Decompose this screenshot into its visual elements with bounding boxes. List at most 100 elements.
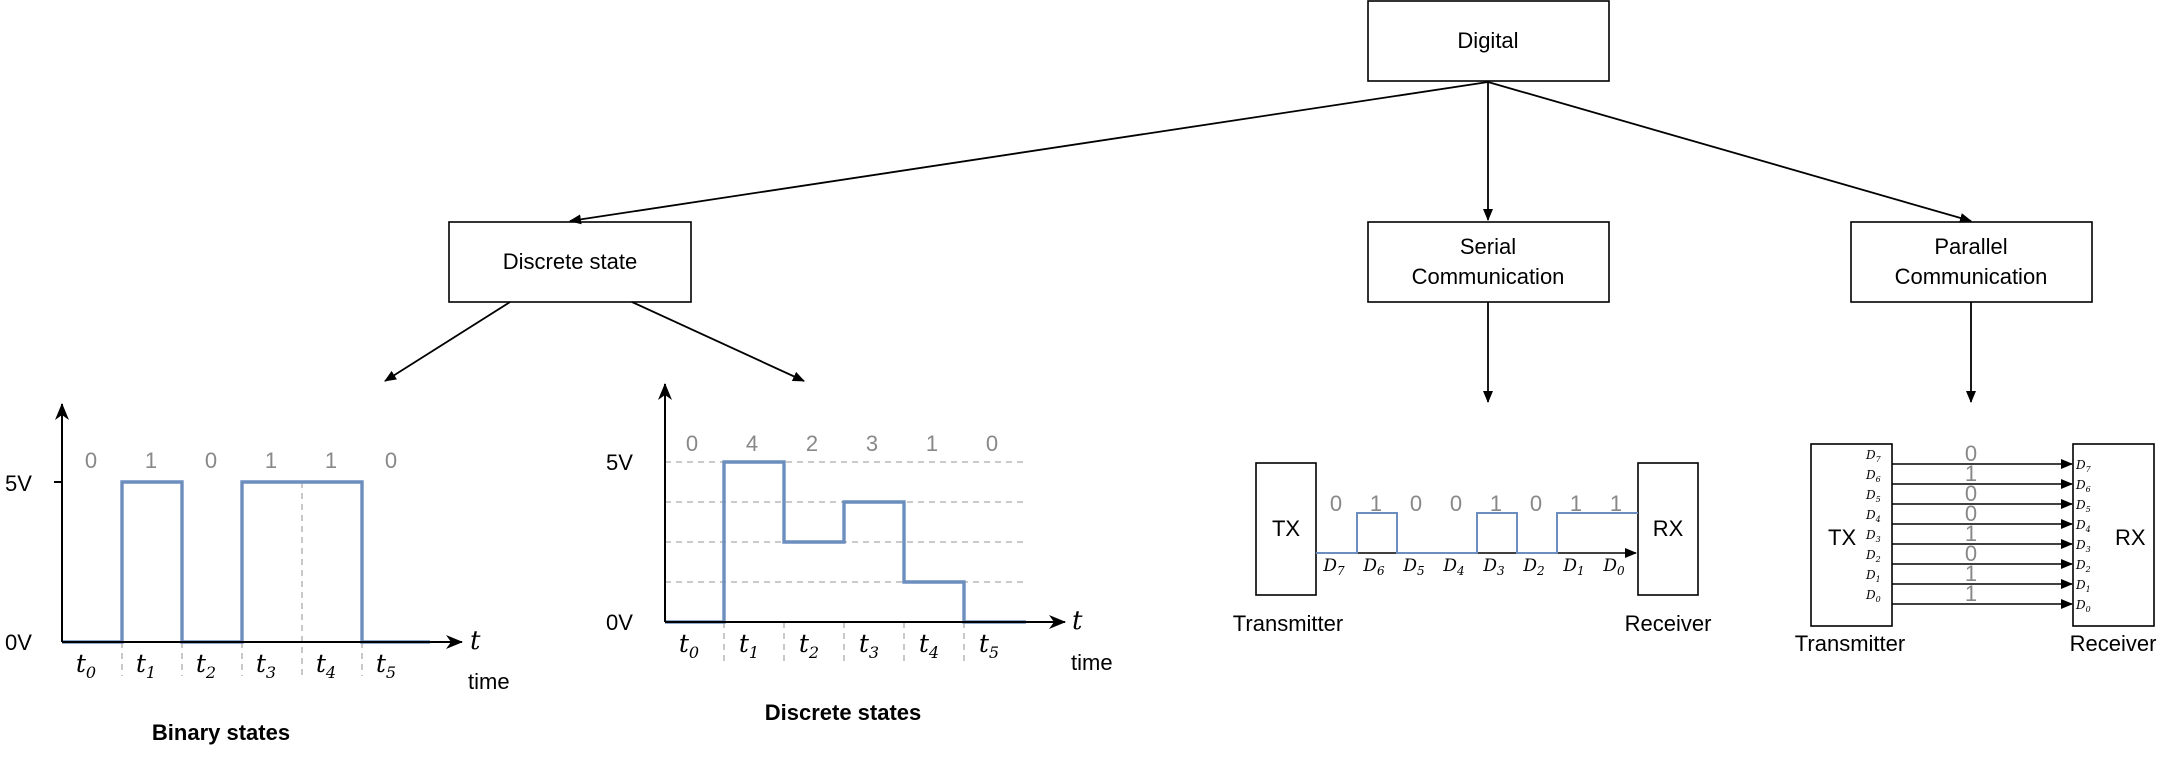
binary-slot: 4 xyxy=(325,663,336,682)
serial-rx-box xyxy=(1637,462,1699,596)
svg-text:D4: D4 xyxy=(1442,556,1464,578)
binary-t-label: t xyxy=(470,626,481,656)
discrete-level: 1 xyxy=(926,431,938,456)
binary-bit: 0 xyxy=(205,448,217,473)
parallel-rx-box xyxy=(2072,443,2155,627)
binary-5v-label: 5V xyxy=(5,471,32,496)
discrete-level: 0 xyxy=(986,431,998,456)
binary-time-ticks: t0 t1 t2 t3 t4 t5 xyxy=(76,649,396,682)
svg-text:D5: D5 xyxy=(1402,556,1424,578)
parallel-bit: 1 xyxy=(1965,461,1977,486)
parallel-tx-box xyxy=(1810,443,1893,627)
binary-bit: 1 xyxy=(145,448,157,473)
serial-bit: 0 xyxy=(1330,491,1342,516)
discrete-signal xyxy=(665,460,1026,624)
svg-text:D3: D3 xyxy=(1482,556,1505,578)
node-parallel-label-1: Parallel xyxy=(1934,234,2007,259)
serial-bit: 1 xyxy=(1490,491,1502,516)
discrete-level-labels: 0 4 2 3 1 0 xyxy=(686,431,998,456)
binary-bit: 0 xyxy=(385,448,397,473)
svg-text:t1: t1 xyxy=(739,629,759,662)
node-parallel-label-2: Communication xyxy=(1895,264,2048,289)
svg-text:D7: D7 xyxy=(1322,556,1345,578)
serial-communication: TX RX 0 1 0 0 1 0 1 1 D7 D6 D5 D4 D3 D2 … xyxy=(1233,462,1712,636)
parallel-lines xyxy=(1892,459,2073,609)
node-serial-label-1: Serial xyxy=(1460,234,1516,259)
serial-data-line-labels: D7 D6 D5 D4 D3 D2 D1 D0 xyxy=(1322,556,1625,578)
serial-bit: 1 xyxy=(1370,491,1382,516)
arrow-digital-to-parallel xyxy=(1487,81,1972,223)
arrow-discrete-to-binary xyxy=(384,301,511,382)
svg-text:t2: t2 xyxy=(799,629,819,662)
binary-bit-labels: 0 1 0 1 1 0 xyxy=(85,448,397,473)
svg-text:D1: D1 xyxy=(1562,556,1584,578)
binary-time-label: time xyxy=(468,669,510,694)
serial-bit: 1 xyxy=(1570,491,1582,516)
parallel-tx-label: TX xyxy=(1828,525,1856,550)
serial-tx-label: TX xyxy=(1272,516,1300,541)
discrete-slot: 2 xyxy=(808,643,819,662)
node-serial-label-2: Communication xyxy=(1412,264,1565,289)
discrete-states-plot: 5V 0V t time 0 4 2 3 1 0 t0 t1 t2 t3 t4 … xyxy=(606,383,1113,725)
discrete-slot: 3 xyxy=(869,643,879,662)
binary-bit: 1 xyxy=(325,448,337,473)
discrete-slot: 5 xyxy=(989,643,999,662)
svg-text:t5: t5 xyxy=(376,649,396,682)
binary-signal xyxy=(62,480,430,644)
discrete-5v-label: 5V xyxy=(606,450,633,475)
serial-rx-label: RX xyxy=(1653,516,1684,541)
svg-text:t1: t1 xyxy=(136,649,156,682)
node-discrete-state: Discrete state xyxy=(448,221,692,303)
binary-bit: 1 xyxy=(265,448,277,473)
serial-receiver-label: Receiver xyxy=(1625,611,1712,636)
binary-0v-label: 0V xyxy=(5,630,32,655)
arrow-discrete-to-discrete-plot xyxy=(631,301,805,382)
discrete-slot: 4 xyxy=(928,643,939,662)
serial-bit: 0 xyxy=(1410,491,1422,516)
parallel-receiver-label: Receiver xyxy=(2070,631,2157,656)
parallel-bit: 0 xyxy=(1965,481,1977,506)
svg-text:t0: t0 xyxy=(679,629,699,662)
serial-signal xyxy=(1316,512,1638,554)
svg-text:t5: t5 xyxy=(979,629,999,662)
discrete-slot: 0 xyxy=(689,643,699,662)
node-serial: Serial Communication xyxy=(1367,221,1610,303)
discrete-0v-label: 0V xyxy=(606,610,633,635)
parallel-bit: 0 xyxy=(1965,501,1977,526)
svg-text:t0: t0 xyxy=(76,649,96,682)
discrete-level: 3 xyxy=(866,431,878,456)
binary-bit: 0 xyxy=(85,448,97,473)
discrete-time-ticks: t0 t1 t2 t3 t4 t5 xyxy=(679,629,999,662)
binary-slot: 1 xyxy=(146,663,156,682)
node-parallel: Parallel Communication xyxy=(1850,221,2093,303)
serial-bit: 0 xyxy=(1530,491,1542,516)
node-digital: Digital xyxy=(1367,0,1610,82)
svg-text:D2: D2 xyxy=(1522,556,1544,578)
svg-text:t3: t3 xyxy=(859,629,879,662)
binary-slot: 0 xyxy=(86,663,96,682)
parallel-transmitter-label: Transmitter xyxy=(1795,631,1905,656)
serial-tx-box xyxy=(1255,462,1317,596)
discrete-caption: Discrete states xyxy=(765,700,922,725)
svg-text:t4: t4 xyxy=(919,629,939,662)
parallel-bit: 0 xyxy=(1965,541,1977,566)
discrete-t-label: t xyxy=(1072,606,1083,636)
serial-transmitter-label: Transmitter xyxy=(1233,611,1343,636)
arrow-digital-to-discrete xyxy=(569,81,1489,225)
serial-bit: 0 xyxy=(1450,491,1462,516)
binary-slot: 5 xyxy=(386,663,396,682)
discrete-level: 4 xyxy=(746,431,758,456)
serial-bit: 1 xyxy=(1610,491,1622,516)
discrete-slot: 1 xyxy=(749,643,759,662)
svg-text:D6: D6 xyxy=(1362,556,1385,578)
svg-text:D0: D0 xyxy=(1602,556,1625,578)
parallel-communication: TX RX 0 1 0 0 1 0 1 1 D7 D6 D5 D4 xyxy=(1795,441,2157,656)
node-digital-label: Digital xyxy=(1457,28,1518,53)
binary-states-plot: 5V 0V t time 0 1 0 1 1 0 t0 t1 t2 t3 t4 … xyxy=(5,403,510,745)
parallel-bit: 1 xyxy=(1965,561,1977,586)
binary-slot: 2 xyxy=(205,663,216,682)
node-discrete-label: Discrete state xyxy=(503,249,638,274)
binary-caption: Binary states xyxy=(152,720,290,745)
parallel-rx-label: RX xyxy=(2115,525,2146,550)
